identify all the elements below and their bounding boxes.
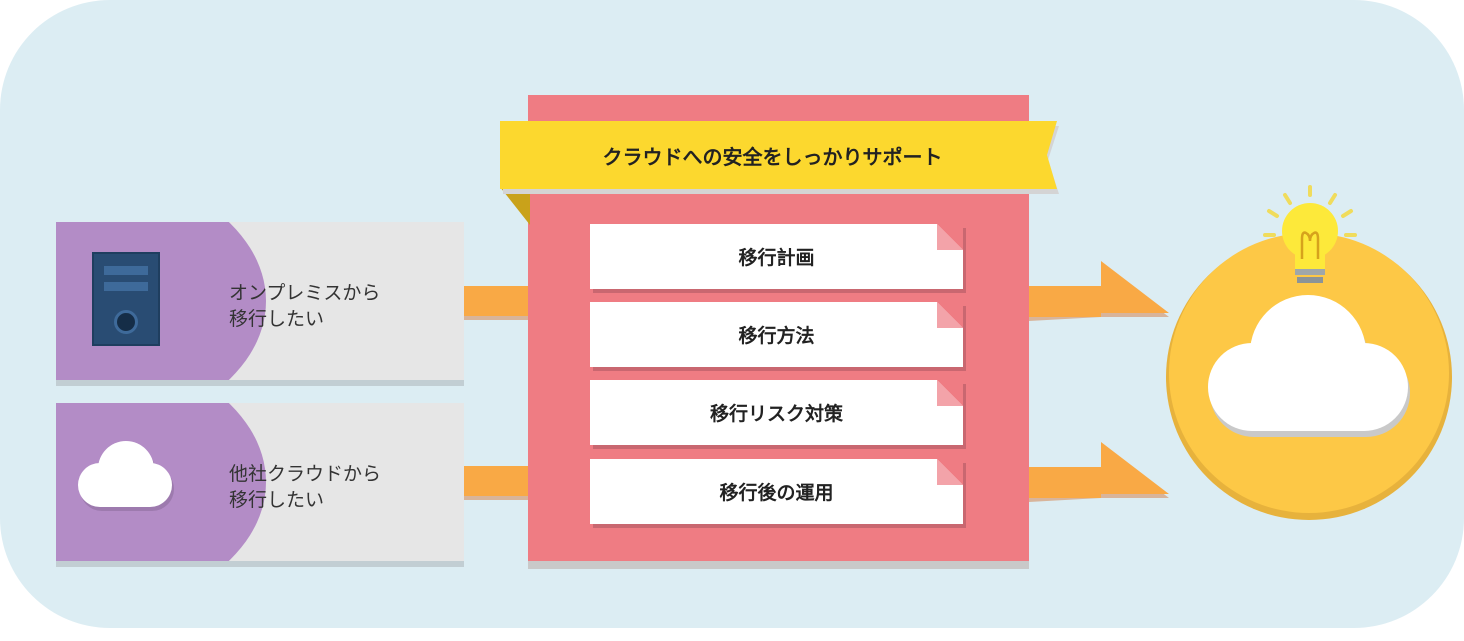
source-label: オンプレミスから 移行したい [229, 280, 380, 332]
step-label: 移行後の運用 [719, 482, 834, 504]
source-label-line1: 他社クラウドから [229, 463, 382, 485]
step-label: 移行リスク対策 [709, 403, 843, 425]
step-card: 移行方法 [590, 302, 966, 371]
step-label: 移行計画 [738, 247, 815, 269]
page-fold-icon [937, 302, 963, 328]
banner-fold [500, 187, 530, 225]
step-card: 移行リスク対策 [590, 380, 966, 449]
source-label-line2: 移行したい [229, 489, 325, 511]
source-label-line1: オンプレミスから [229, 282, 381, 304]
diagram-background: オンプレミスから 移行したい 他社クラウドから 移行したい [0, 0, 1464, 628]
goal-circle [1166, 233, 1452, 520]
step-label: 移行方法 [738, 325, 815, 347]
server-icon [92, 252, 160, 346]
source-card-other-cloud: 他社クラウドから 移行したい [56, 403, 464, 567]
arrow-right-icon [1029, 442, 1169, 502]
page-fold-icon [937, 224, 963, 250]
step-card: 移行計画 [590, 224, 966, 293]
page-fold-icon [937, 459, 963, 485]
lightbulb-icon [1263, 185, 1357, 283]
source-label-line2: 移行したい [229, 308, 325, 330]
page-fold-icon [937, 380, 963, 406]
arrow-right-icon [1029, 261, 1169, 321]
cloud-icon [78, 441, 174, 511]
source-card-onpremise: オンプレミスから 移行したい [56, 222, 464, 386]
card-face: 他社クラウドから 移行したい [56, 403, 464, 561]
banner-title: クラウドへの安全をしっかりサポート [602, 144, 943, 169]
card-face: オンプレミスから 移行したい [56, 222, 464, 380]
source-label: 他社クラウドから 移行したい [229, 461, 381, 513]
step-card: 移行後の運用 [590, 459, 966, 528]
banner [500, 121, 1057, 189]
arrow-right-icon [464, 286, 534, 320]
card-accent [56, 222, 266, 380]
arrow-right-icon [464, 466, 534, 500]
